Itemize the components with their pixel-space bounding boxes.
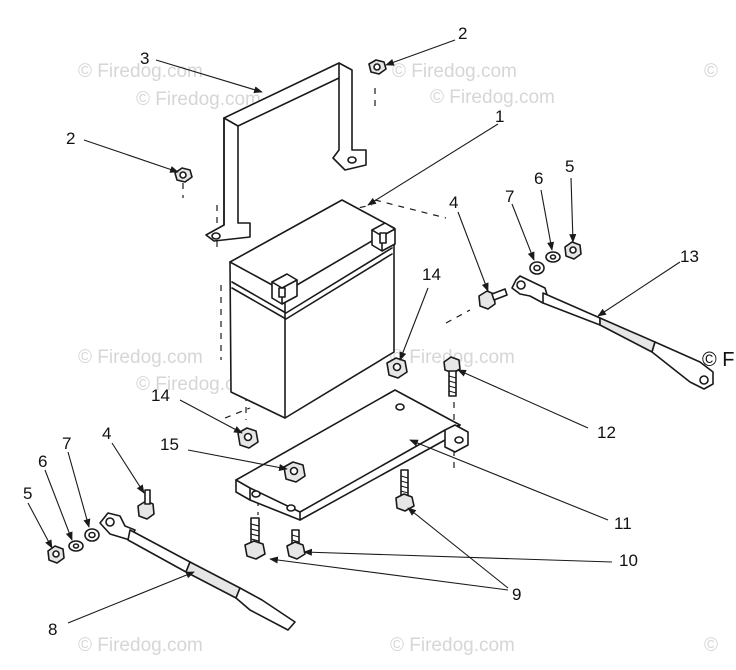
watermark-edge-text: © F: [702, 349, 735, 371]
callout-3: 3: [140, 49, 149, 68]
battery: [229, 199, 396, 419]
bolt: [244, 517, 266, 560]
callout-12: 12: [597, 423, 616, 442]
callout-7: 7: [62, 434, 71, 453]
watermark-text: ©: [704, 635, 718, 656]
callout-5: 5: [565, 157, 574, 176]
cable-nut: [47, 545, 65, 564]
bracket-nut: [174, 167, 193, 183]
callout-2: 2: [458, 24, 467, 43]
watermark-text: © Firedog.com: [78, 347, 203, 368]
watermark-text: © Firedog.com: [390, 635, 515, 656]
terminal-bolt: [137, 489, 155, 520]
bolt: [443, 356, 461, 397]
battery-cable: [99, 512, 296, 631]
battery-tray: [235, 389, 469, 521]
watermark-text: © Firedog.com: [136, 89, 261, 110]
callout-11: 11: [614, 514, 632, 533]
callout-13: 13: [680, 247, 699, 266]
watermark-text: © Firedog.com: [430, 87, 555, 108]
bolt: [286, 529, 306, 560]
callout-6: 6: [38, 452, 47, 471]
callout-4: 4: [449, 193, 458, 212]
flat-washer: [529, 261, 545, 275]
flat-washer: [84, 528, 100, 542]
callout-10: 10: [619, 551, 638, 570]
bolt: [395, 469, 415, 512]
bracket-nut: [368, 59, 387, 75]
hold-down-bracket: [205, 62, 367, 242]
cable-nut: [564, 241, 582, 260]
callout-15: 15: [160, 435, 179, 454]
callout-5: 5: [23, 484, 32, 503]
callout-4: 4: [102, 424, 111, 443]
callout-2: 2: [66, 129, 75, 148]
watermark-text: © Firedog.com: [136, 374, 261, 395]
tray-nut: [283, 461, 306, 483]
callout-9: 9: [512, 585, 521, 604]
callout-14: 14: [422, 265, 441, 284]
callout-1: 1: [495, 107, 504, 126]
watermark-text: ©: [704, 61, 718, 82]
nut: [237, 427, 259, 449]
callout-6: 6: [534, 169, 543, 188]
battery-cable: [511, 275, 714, 390]
watermark-text: © Firedog.com: [392, 61, 517, 82]
callout-8: 8: [48, 620, 57, 639]
leader-lines: [27, 39, 681, 624]
lock-washer: [545, 251, 561, 263]
callout-14: 14: [151, 386, 170, 405]
watermark-text: © Firedog.com: [78, 635, 203, 656]
terminal-bolt: [478, 288, 508, 310]
callout-7: 7: [505, 187, 514, 206]
watermark-text: © Firedog.com: [78, 61, 203, 82]
lock-washer: [68, 540, 84, 552]
callout-labels: 1 2 2 3 4 4 5 5 6 6 7 7 8 9 10 11 12 13 …: [23, 24, 699, 639]
nut: [386, 357, 408, 379]
